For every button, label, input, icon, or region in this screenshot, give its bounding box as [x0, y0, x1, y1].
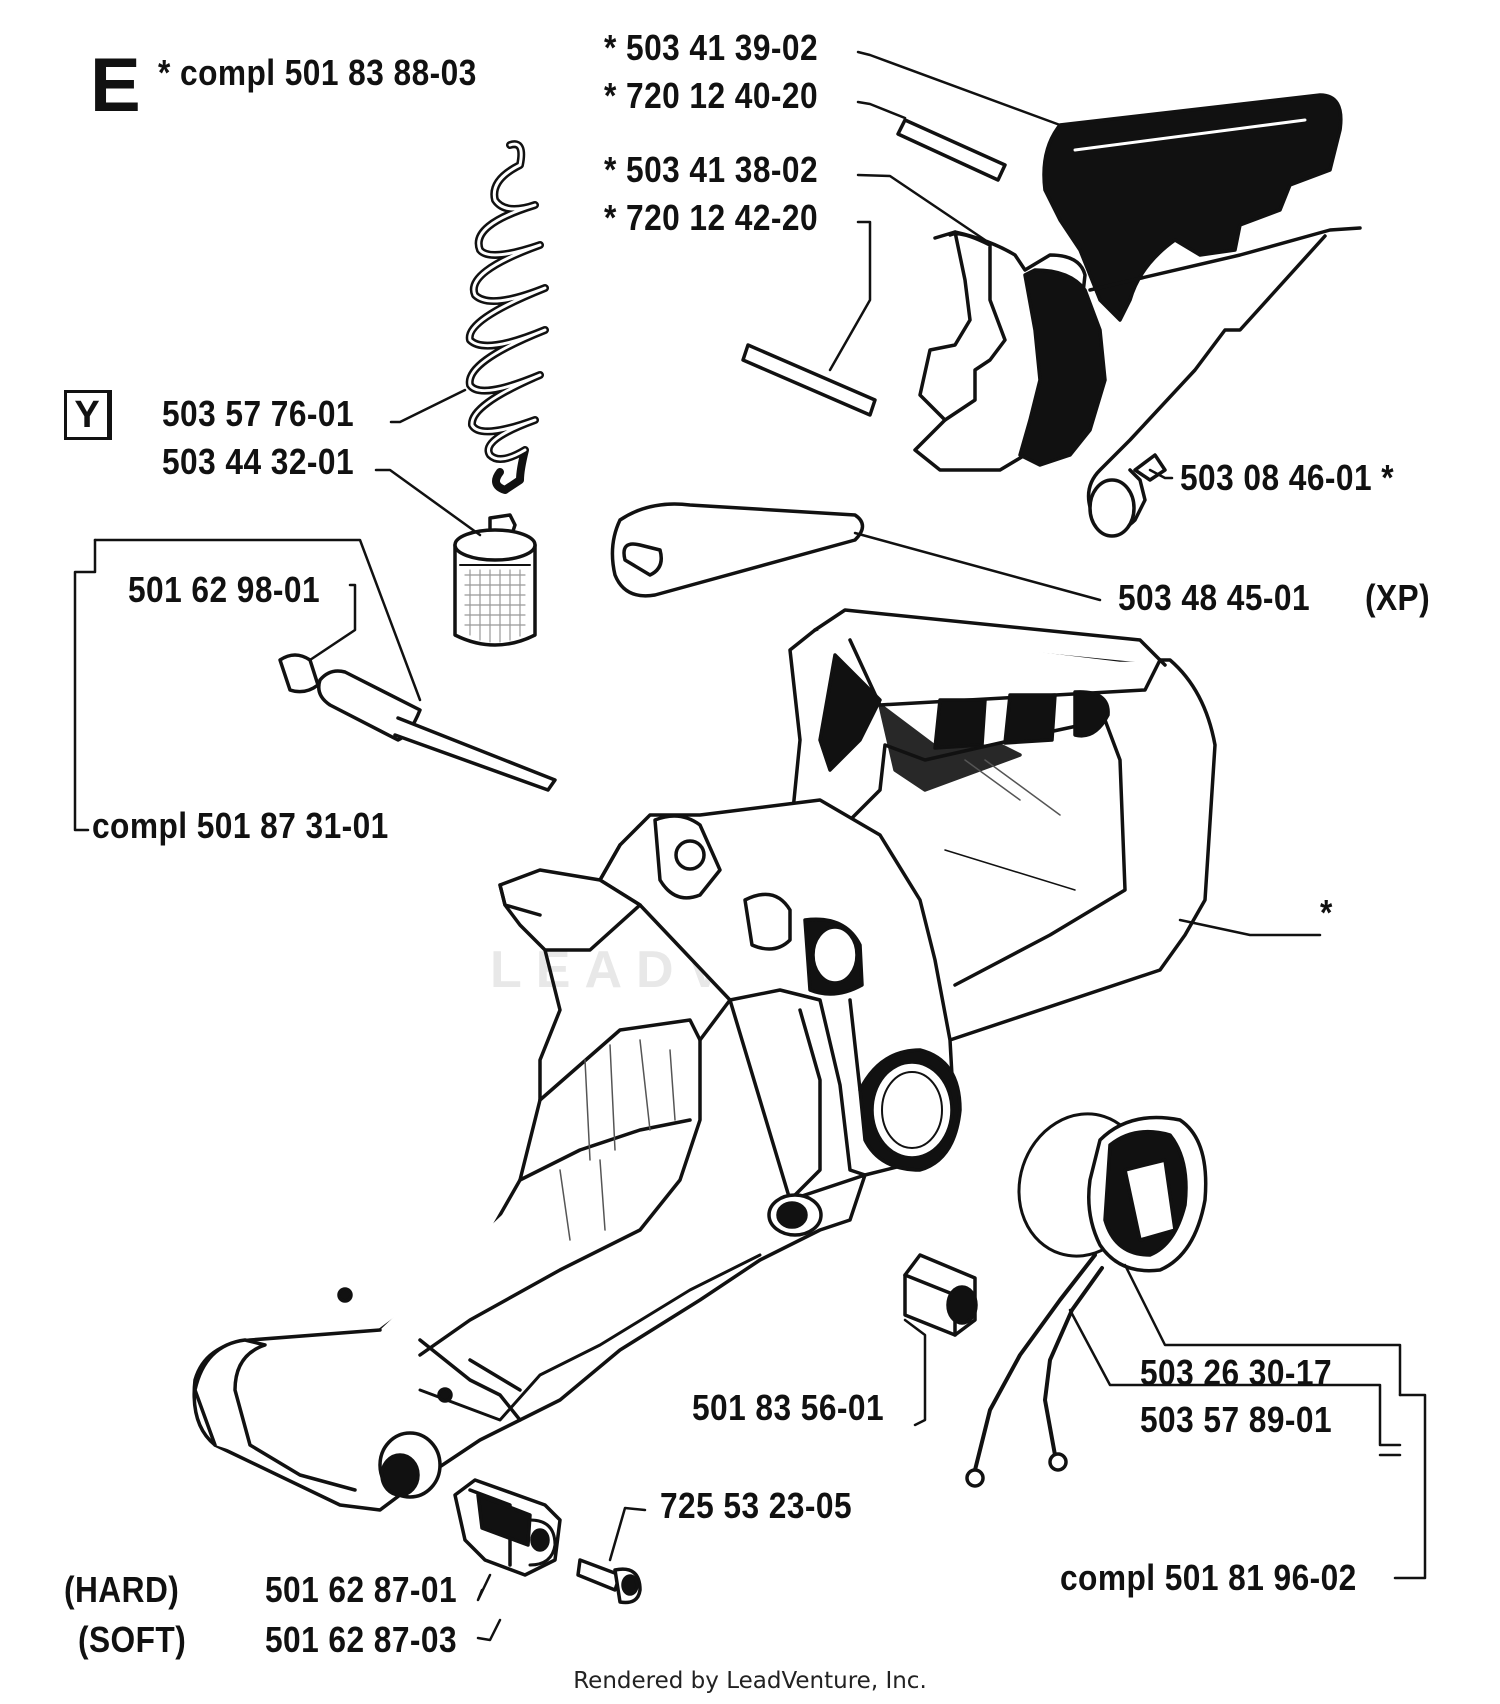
label-part-15: 501 62 87-03 [265, 1619, 458, 1660]
label-compl-right: compl 501 81 96-02 [1060, 1557, 1357, 1598]
pin-upper [896, 118, 1007, 182]
top-handle [1042, 93, 1343, 322]
screw [576, 1558, 642, 1605]
label-part-7: 503 08 46-01 * [1180, 457, 1395, 498]
spring [465, 140, 549, 494]
leader-lines [73, 50, 1427, 1642]
brake-band [610, 502, 865, 598]
label-part-3: * 503 41 38-02 [604, 149, 819, 190]
section-letter: E [90, 43, 142, 128]
label-part-11: 503 26 30-17 [1140, 1352, 1333, 1393]
crankcase-housing [192, 608, 1217, 1512]
label-compl-left: compl 501 87 31-01 [92, 805, 389, 846]
label-part-14: 501 62 87-01 [265, 1569, 458, 1610]
label-part-10: 501 83 56-01 [692, 1387, 885, 1428]
lever-eye [1088, 478, 1136, 538]
label-part-6: 503 44 32-01 [162, 441, 355, 482]
label-xp: (XP) [1365, 577, 1431, 618]
oil-bushing [903, 1253, 978, 1337]
pin-lower [741, 343, 877, 417]
chain-adjuster [453, 1478, 562, 1577]
throttle-trigger [913, 230, 1107, 472]
label-part-12: 503 57 89-01 [1140, 1399, 1333, 1440]
label-part-1: * 503 41 39-02 [604, 27, 819, 68]
label-hard: (HARD) [64, 1569, 180, 1610]
label-part-8: 501 62 98-01 [128, 569, 321, 610]
label-part-9: 503 48 45-01 [1118, 577, 1311, 618]
label-compl-top: * compl 501 83 88-03 [158, 52, 477, 93]
label-part-5: 503 57 76-01 [162, 393, 355, 434]
label-housing-star: * [1320, 892, 1333, 933]
fuel-filter [453, 513, 537, 647]
tool-symbol: Y [64, 390, 112, 440]
render-credit: Rendered by LeadVenture, Inc. [573, 1668, 927, 1694]
label-part-2: * 720 12 40-20 [604, 75, 819, 116]
oil-cap-assembly [965, 1112, 1208, 1488]
label-soft: (SOFT) [78, 1619, 187, 1660]
label-part-13: 725 53 23-05 [660, 1485, 853, 1526]
label-part-4: * 720 12 42-20 [604, 197, 819, 238]
oil-pump-parts [278, 653, 557, 792]
